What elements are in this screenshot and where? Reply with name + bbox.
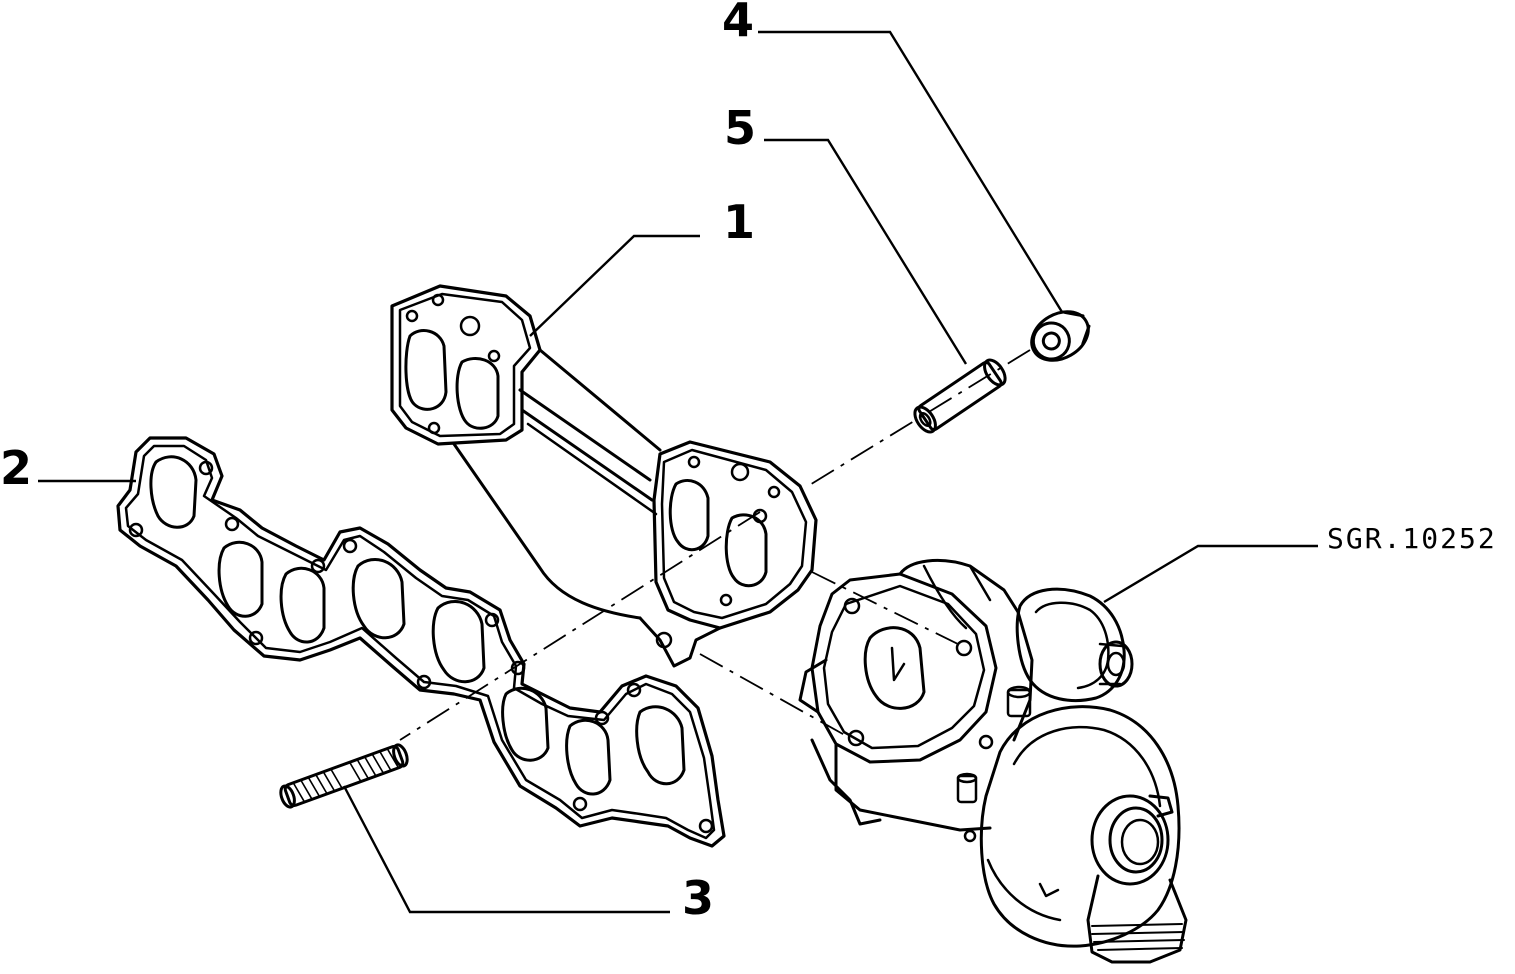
stud-part-3 [279,743,409,809]
reference-code: SGR.10252 [1327,522,1497,555]
turbocharger-assembly [798,559,1188,964]
spacer-sleeve-part-5 [913,358,1007,434]
callout-number-5: 5 [724,101,756,155]
callout-number-1: 1 [723,195,755,249]
callout-number-4: 4 [722,0,754,47]
leader-line-ref [1103,544,1318,604]
callout-number-2: 2 [0,441,32,495]
nut-part-4 [1030,310,1091,362]
leader-line-3 [342,785,670,914]
assembly-center-lines [399,349,1031,741]
flange-bracket-part-1 [390,284,818,668]
leader-line-1 [529,234,700,337]
callout-number-3: 3 [682,871,714,925]
leader-line-5 [764,138,968,365]
manifold-gasket-part-2 [116,436,726,848]
leader-lines [38,30,1318,914]
leader-line-4 [758,30,1064,313]
